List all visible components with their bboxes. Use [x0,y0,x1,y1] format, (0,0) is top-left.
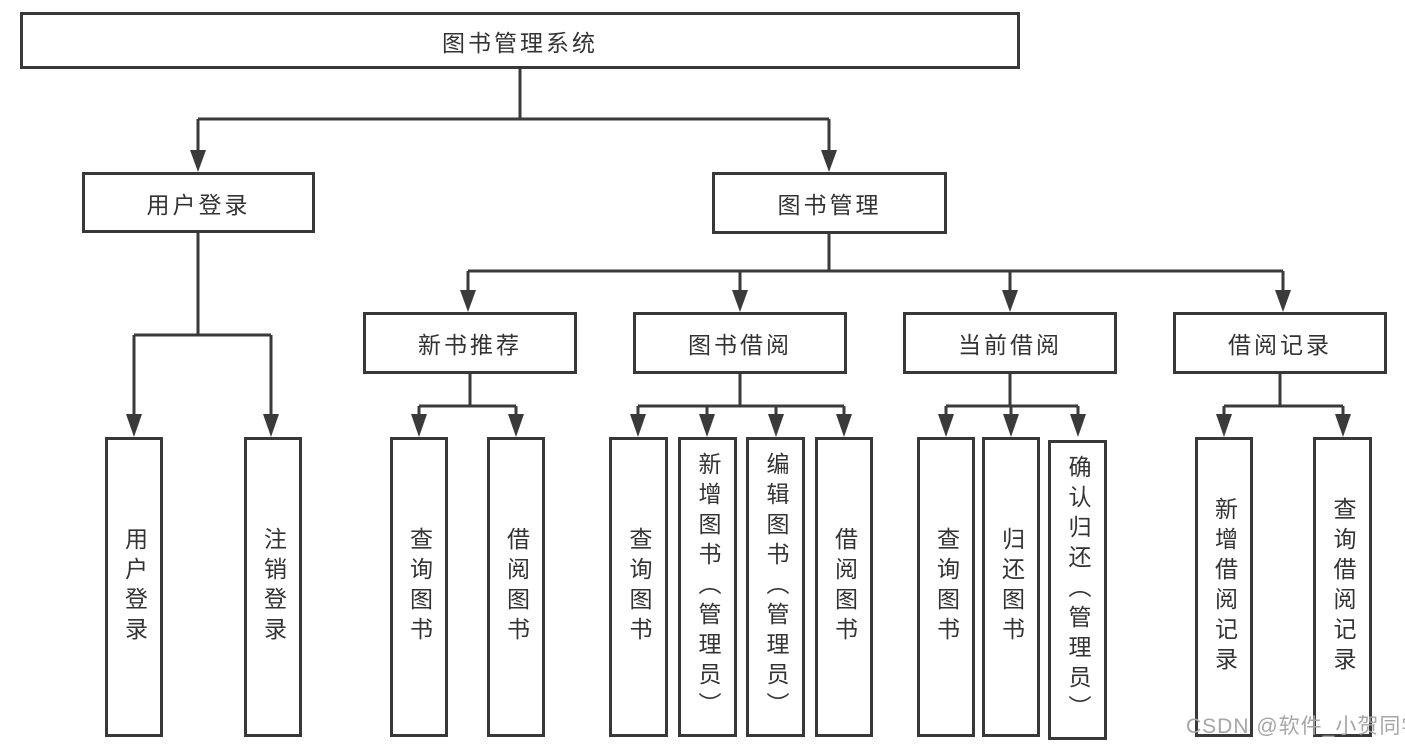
node-book-borrowing: 图书借阅 [633,312,847,374]
node-label: 当前借阅 [958,332,1062,358]
node-label: 确认归还（管理员） [1065,455,1091,725]
leaf-add-borrow-record: 新增借阅记录 [1195,437,1253,737]
node-label: 图书管理系统 [442,29,598,56]
leaf-add-book-admin: 新增图书（管理员） [678,437,737,737]
node-label: 查询借阅记录 [1330,497,1356,677]
arrowheads [126,150,1351,437]
leaf-user-login: 用户登录 [105,437,163,737]
node-book-management: 图书管理 [712,172,947,234]
node-label: 注销登录 [260,527,287,647]
node-label: 借阅图书 [831,527,858,647]
node-new-book-recommendation: 新书推荐 [363,312,577,374]
node-label: 新增图书（管理员） [695,452,721,722]
node-current-borrowing: 当前借阅 [903,312,1117,374]
node-label: 查询图书 [933,527,960,647]
node-label: 图书管理 [777,192,882,218]
node-label: 图书借阅 [688,332,792,358]
leaf-query-books-recommend: 查询图书 [390,437,448,737]
leaf-query-books-borrow: 查询图书 [609,437,668,737]
node-label: 新增借阅记录 [1211,497,1238,677]
leaf-edit-book-admin: 编辑图书（管理员） [746,437,805,737]
node-label: 查询图书 [406,527,433,647]
leaf-confirm-return-admin: 确认归还（管理员） [1048,440,1107,740]
node-label: 借阅图书 [503,527,530,647]
node-user-login: 用户登录 [82,172,315,233]
csdn-watermark: CSDN @软件_小贺同学 [1186,715,1405,738]
node-label: 归还图书 [998,527,1025,647]
node-label: 编辑图书（管理员） [763,452,789,722]
leaf-query-books-current: 查询图书 [917,437,975,737]
node-label: 查询图书 [626,527,652,647]
node-label: 用户登录 [121,527,148,647]
leaf-logout: 注销登录 [244,437,302,737]
leaf-borrow-books-recommend: 借阅图书 [487,437,545,737]
node-borrowing-records: 借阅记录 [1173,312,1387,374]
node-label: 借阅记录 [1228,332,1332,358]
leaf-query-borrow-record: 查询借阅记录 [1313,437,1372,737]
leaf-return-books: 归还图书 [982,437,1040,737]
leaf-borrow-books: 借阅图书 [815,437,873,737]
node-library-system: 图书管理系统 [20,12,1020,69]
node-label: 新书推荐 [418,332,522,358]
node-label: 用户登录 [146,191,251,218]
